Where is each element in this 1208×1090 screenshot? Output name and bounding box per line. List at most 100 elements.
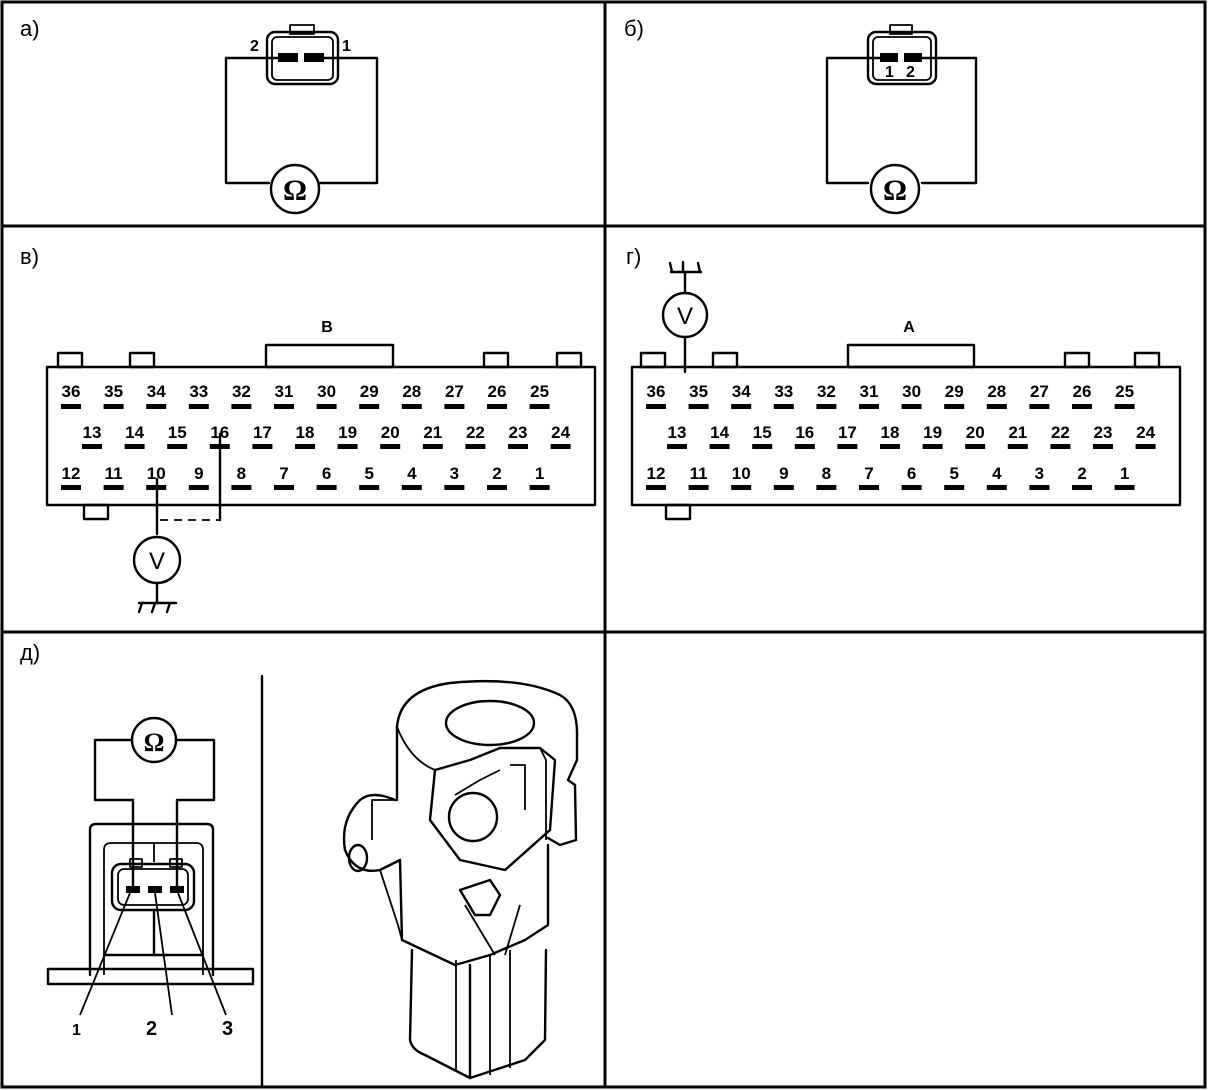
pin-number-label: 29 bbox=[945, 382, 964, 401]
terminal-pin bbox=[529, 485, 550, 490]
sensor-bore bbox=[444, 699, 536, 747]
pin-label: 1 bbox=[885, 64, 894, 81]
connector-body bbox=[45, 365, 597, 507]
terminal-pin bbox=[731, 485, 752, 490]
pin-number-label: 17 bbox=[253, 423, 272, 442]
terminal-pin bbox=[359, 404, 380, 409]
terminal-pin bbox=[148, 886, 162, 893]
mounting-hole bbox=[347, 843, 369, 873]
terminal-pin bbox=[508, 444, 528, 449]
pin-number-label: 31 bbox=[275, 382, 294, 401]
terminal-pin bbox=[295, 444, 315, 449]
connector-latch bbox=[82, 503, 110, 521]
pin-number-label: 14 bbox=[125, 423, 144, 442]
pin-number-label: 23 bbox=[1094, 423, 1113, 442]
test-lead-left bbox=[825, 56, 892, 185]
pin-number-label: 15 bbox=[168, 423, 187, 442]
terminal-pin bbox=[944, 485, 965, 490]
terminal-pin bbox=[103, 404, 124, 409]
connector-key-tab bbox=[264, 343, 395, 369]
pin-number-label: 7 bbox=[864, 464, 873, 483]
terminal-pin bbox=[901, 404, 922, 409]
pin-number-label: 5 bbox=[949, 464, 958, 483]
connector-latch bbox=[1133, 351, 1161, 369]
pin-number-label: 35 bbox=[689, 382, 708, 401]
pin-number-label: 8 bbox=[237, 464, 246, 483]
pin-number-label: 33 bbox=[774, 382, 793, 401]
terminal-pin bbox=[859, 485, 879, 490]
terminal-pin bbox=[124, 444, 145, 449]
terminal-pin bbox=[986, 485, 1007, 490]
terminal-pin bbox=[550, 444, 571, 449]
pin-number-label: 20 bbox=[381, 423, 400, 442]
terminal-pin bbox=[1093, 444, 1113, 449]
pin-number-label: 22 bbox=[1051, 423, 1070, 442]
terminal-pin bbox=[752, 444, 773, 449]
terminal-pin bbox=[1050, 444, 1071, 449]
pin-label: 2 bbox=[906, 64, 915, 81]
pin-number-label: 10 bbox=[732, 464, 751, 483]
terminal-pin bbox=[359, 485, 380, 490]
terminal-pin bbox=[103, 485, 124, 490]
terminal-pin bbox=[61, 485, 81, 490]
pin-number-label: 32 bbox=[232, 382, 251, 401]
pin-number-label: 22 bbox=[466, 423, 485, 442]
pin-number-label: 12 bbox=[62, 464, 81, 483]
pin-number-label: 35 bbox=[104, 382, 123, 401]
connector-key-tab bbox=[846, 343, 976, 369]
leader-line bbox=[79, 892, 131, 1016]
pin-number-label: 26 bbox=[1073, 382, 1092, 401]
pin-number-label: 23 bbox=[509, 423, 528, 442]
pin-label: 3 bbox=[222, 1018, 233, 1040]
pin-number-label: 16 bbox=[210, 423, 229, 442]
connector-plug bbox=[408, 948, 548, 1080]
ohmmeter-icon bbox=[869, 163, 921, 215]
ohmmeter-symbol: Ω bbox=[283, 174, 307, 207]
pin-number-label: 2 bbox=[1077, 464, 1086, 483]
pin-number-label: 1 bbox=[1120, 464, 1129, 483]
terminal-pin bbox=[252, 444, 273, 449]
pin-number-label: 25 bbox=[530, 382, 549, 401]
pin-number-label: 34 bbox=[147, 382, 166, 401]
terminal-pin bbox=[316, 485, 337, 490]
pin-number-label: 34 bbox=[732, 382, 751, 401]
panel-b-label: б) bbox=[624, 16, 644, 41]
terminal-pin bbox=[1072, 485, 1092, 490]
connector-latch bbox=[555, 351, 583, 369]
terminal-pin bbox=[274, 485, 294, 490]
terminal-pin bbox=[126, 886, 140, 893]
pin-number-label: 33 bbox=[189, 382, 208, 401]
pin-number-label: 7 bbox=[279, 464, 288, 483]
connector-body bbox=[630, 365, 1182, 507]
pin-number-label: 28 bbox=[402, 382, 421, 401]
pin-number-label: 17 bbox=[838, 423, 857, 442]
test-lead-left bbox=[224, 56, 290, 185]
connector-latch bbox=[664, 503, 692, 521]
terminal-pin bbox=[773, 485, 794, 490]
pin-number-label: 26 bbox=[488, 382, 507, 401]
terminal-pin bbox=[170, 886, 184, 893]
ground-icon bbox=[137, 601, 178, 614]
terminal-pin bbox=[773, 404, 794, 409]
pin-number-label: 8 bbox=[822, 464, 831, 483]
connector-latch bbox=[482, 351, 510, 369]
pin-number-label: 4 bbox=[407, 464, 417, 483]
terminal-pin bbox=[337, 444, 358, 449]
pin-number-label: 3 bbox=[1035, 464, 1044, 483]
voltmeter-symbol: V bbox=[149, 548, 165, 575]
pin-number-label: 36 bbox=[647, 382, 666, 401]
pin-number-label: 2 bbox=[492, 464, 501, 483]
pin-number-label: 12 bbox=[647, 464, 666, 483]
pin-number-label: 19 bbox=[338, 423, 357, 442]
terminal-pin bbox=[231, 404, 252, 409]
pin-number-label: 1 bbox=[535, 464, 544, 483]
pin-number-label: 9 bbox=[194, 464, 203, 483]
pin-number-label: 4 bbox=[992, 464, 1002, 483]
pin-number-label: 21 bbox=[423, 423, 442, 442]
pin-number-label: 14 bbox=[710, 423, 729, 442]
sensor-3d-illustration bbox=[342, 679, 579, 1080]
pin-number-label: 21 bbox=[1008, 423, 1027, 442]
